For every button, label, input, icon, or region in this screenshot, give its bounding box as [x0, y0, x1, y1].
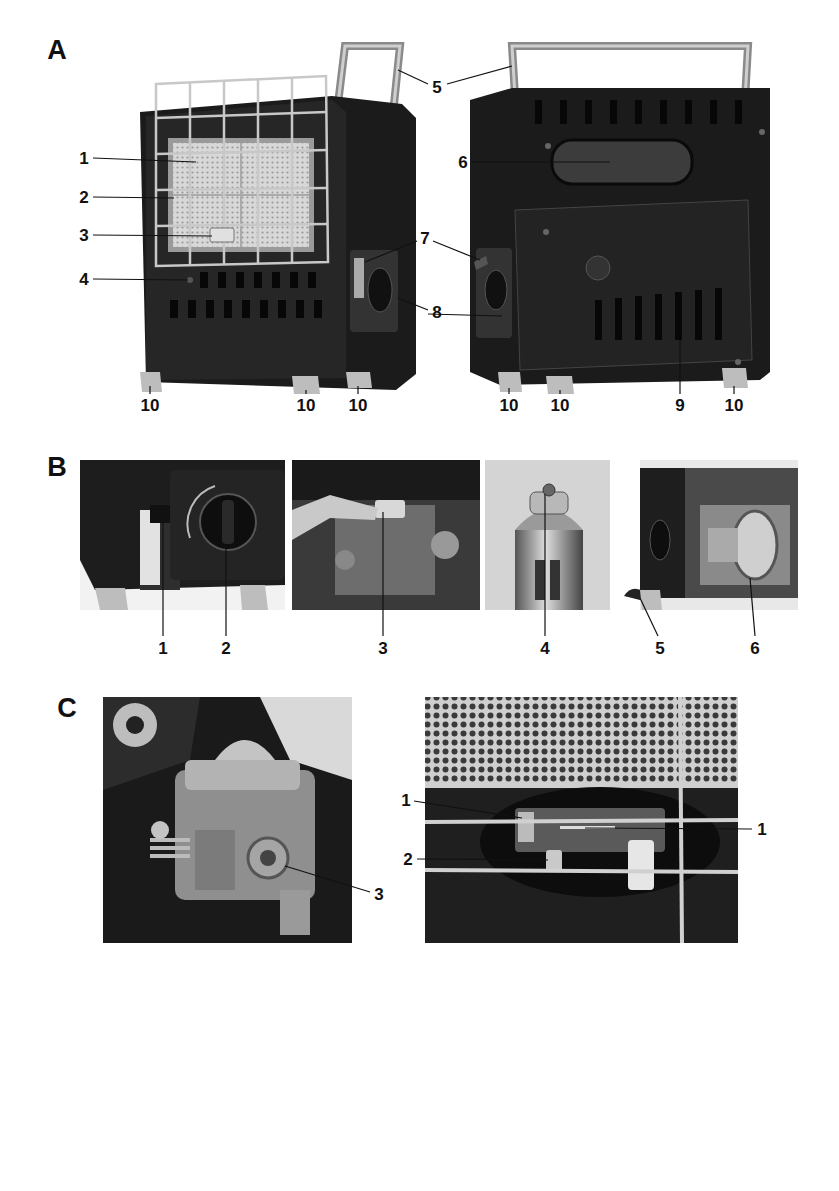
callout-number: 10	[297, 397, 316, 414]
callout-number: 3	[378, 640, 387, 657]
callout-number: 10	[500, 397, 519, 414]
callout-number: 4	[79, 271, 88, 288]
leader-lines	[163, 494, 755, 636]
callout-number: 7	[420, 230, 429, 247]
callout-number: 2	[79, 189, 88, 206]
callout-number: 6	[750, 640, 759, 657]
callout-number: 6	[458, 154, 467, 171]
panel-letter: B	[47, 454, 67, 481]
callout-number: 1	[401, 792, 410, 809]
callout-number: 1	[79, 150, 88, 167]
leader-lines	[93, 66, 734, 394]
heater-front	[140, 46, 416, 394]
callout-number: 10	[551, 397, 570, 414]
callout-number: 5	[655, 640, 664, 657]
callout-number: 5	[432, 79, 441, 96]
photo-burner-detail	[425, 697, 738, 943]
leader-lines	[285, 801, 752, 892]
photo-gas-valve	[103, 697, 352, 943]
callout-number: 10	[141, 397, 160, 414]
panel-letter: C	[57, 695, 77, 722]
heater-back	[470, 46, 770, 394]
callout-number: 10	[349, 397, 368, 414]
callout-number: 3	[79, 227, 88, 244]
photo-gas-cartridge	[485, 460, 610, 610]
callout-number: 1	[158, 640, 167, 657]
callout-number: 2	[221, 640, 230, 657]
photo-control-panel	[80, 460, 285, 610]
callout-number: 1	[757, 821, 766, 838]
callout-number: 3	[374, 886, 383, 903]
callout-number: 9	[675, 397, 684, 414]
photo-cartridge-compartment	[624, 460, 798, 610]
panel-letter: A	[47, 37, 67, 64]
photo-igniter	[292, 460, 480, 610]
callout-number: 4	[540, 640, 549, 657]
callout-number: 10	[725, 397, 744, 414]
callout-number: 2	[403, 851, 412, 868]
callout-number: 8	[432, 304, 441, 321]
